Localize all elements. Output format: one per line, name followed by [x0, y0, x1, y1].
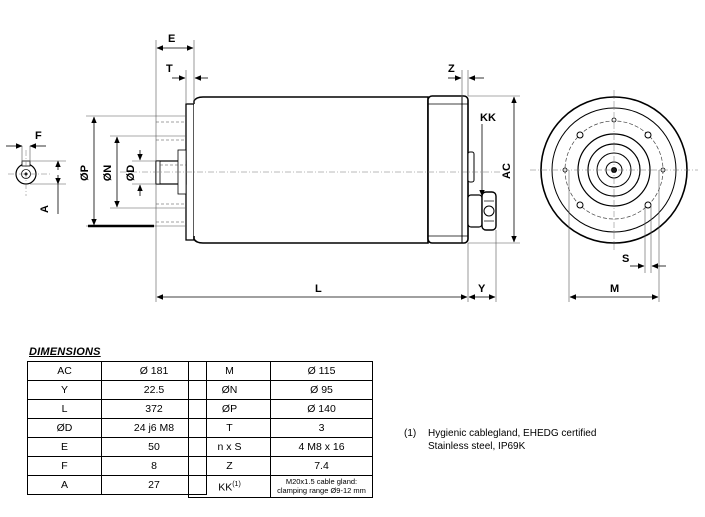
motor-technical-drawing: F A E: [6, 33, 698, 302]
label-Y: Y: [478, 283, 486, 295]
footnote: (1)Hygienic cablegland, EHEDG certified …: [404, 427, 596, 453]
dim-value: Ø 95: [270, 380, 373, 400]
dim-key: T: [188, 418, 271, 438]
label-P: ØP: [79, 165, 91, 181]
dim-key-text: KK: [218, 481, 233, 494]
motor-side-view: [120, 95, 500, 244]
dim-key: F: [27, 456, 102, 476]
motor-end-view: [530, 90, 698, 250]
dim-value: Ø 115: [270, 361, 373, 381]
label-S: S: [622, 253, 629, 265]
dim-key: ØD: [27, 418, 102, 438]
shaft-end-view: [6, 143, 66, 214]
label-E: E: [168, 33, 175, 45]
dim-value-line2: clamping range Ø9-12 mm: [277, 486, 366, 496]
dim-value: Ø 140: [270, 399, 373, 419]
label-L: L: [315, 283, 322, 295]
footnote-marker: (1): [232, 481, 241, 488]
dim-key: Z: [188, 456, 271, 476]
label-T: T: [166, 63, 173, 75]
dim-key: AC: [27, 361, 102, 381]
dim-value: 3: [270, 418, 373, 438]
dim-value: M20x1.5 cable gland:clamping range Ø9-12…: [270, 475, 373, 498]
dim-key: Y: [27, 380, 102, 400]
label-M: M: [610, 283, 619, 295]
dim-key: M: [188, 361, 271, 381]
label-KK: KK: [480, 112, 496, 124]
footnote-line2: Stainless steel, IP69K: [428, 441, 526, 452]
dim-key: A: [27, 475, 102, 495]
dim-key: ØN: [188, 380, 271, 400]
footnote-line1: Hygienic cablegland, EHEDG certified: [428, 428, 597, 439]
label-N: ØN: [102, 165, 114, 182]
dim-key: E: [27, 437, 102, 457]
dim-key: n x S: [188, 437, 271, 457]
footnote-number: (1): [404, 428, 417, 439]
dim-value: 4 M8 x 16: [270, 437, 373, 457]
label-Z: Z: [448, 63, 455, 75]
label-A: A: [39, 205, 51, 213]
dim-key: L: [27, 399, 102, 419]
label-AC: AC: [501, 163, 513, 179]
dim-key: KK(1): [188, 475, 271, 498]
dim-value: 7.4: [270, 456, 373, 476]
label-D: ØD: [125, 165, 137, 182]
label-F: F: [35, 130, 42, 142]
dim-value-line1: M20x1.5 cable gland:: [285, 477, 358, 487]
dimensions-heading: DIMENSIONS: [29, 346, 101, 358]
dim-key: ØP: [188, 399, 271, 419]
table-row: KK(1) M20x1.5 cable gland:clamping range…: [188, 475, 373, 498]
